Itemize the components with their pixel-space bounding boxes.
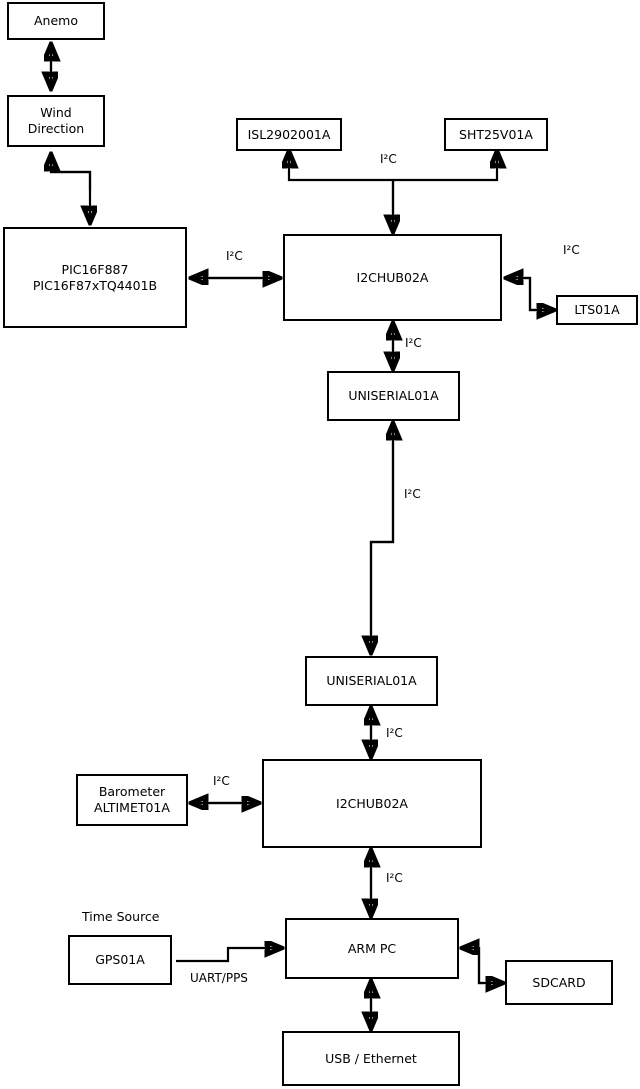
node-wind-direction-label: Wind Direction: [27, 105, 85, 136]
node-pic-microcontroller-label: PIC16F887 PIC16F87xTQ4401B: [32, 261, 158, 293]
edge-label-uart-pps: UART/PPS: [190, 971, 248, 985]
node-lts01a[interactable]: LTS01A: [556, 295, 638, 325]
edge-label-i2c-hub-uniserial-text: I²C: [405, 336, 422, 350]
node-i2chub02a-bottom[interactable]: I2CHUB02A: [262, 759, 482, 848]
node-lts01a-label: LTS01A: [574, 302, 620, 317]
wire-armpc-to-sdcard: [463, 946, 502, 983]
wire-wind-pic-down: [49, 155, 90, 222]
label-time-source: Time Source: [82, 909, 160, 924]
node-uniserial01a-bottom[interactable]: UNISERIAL01A: [305, 656, 438, 706]
node-i2chub02a-top-label: I2CHUB02A: [356, 269, 429, 285]
node-arm-pc[interactable]: ARM PC: [285, 918, 459, 979]
edge-label-i2c-sensor-bus: I²C: [380, 152, 397, 166]
node-isl2902001a[interactable]: ISL2902001A: [236, 118, 342, 151]
node-isl2902001a-label: ISL2902001A: [247, 126, 331, 142]
node-barometer-altimet01a-label: Barometer ALTIMET01A: [94, 784, 170, 815]
edge-label-i2c-uniserial-hub: I²C: [386, 726, 403, 740]
edge-label-i2c-long-link-text: I²C: [404, 487, 421, 501]
node-barometer-altimet01a[interactable]: Barometer ALTIMET01A: [76, 774, 188, 826]
node-sht25v01a[interactable]: SHT25V01A: [444, 118, 548, 151]
node-uniserial01a-top-label: UNISERIAL01A: [348, 388, 439, 403]
edge-label-i2c-barometer: I²C: [213, 774, 230, 788]
wire-hub-sht: [393, 152, 497, 182]
edge-label-i2c-lts: I²C: [563, 243, 580, 257]
edge-label-i2c-barometer-text: I²C: [213, 774, 230, 788]
node-i2chub02a-bottom-label: I2CHUB02A: [336, 795, 408, 811]
node-anemo[interactable]: Anemo: [7, 2, 105, 40]
edge-label-i2c-sensor-bus-text: I²C: [380, 152, 397, 166]
node-sdcard[interactable]: SDCARD: [505, 960, 613, 1005]
node-sdcard-label: SDCARD: [532, 974, 586, 990]
node-gps01a[interactable]: GPS01A: [68, 935, 172, 985]
label-time-source-text: Time Source: [82, 909, 160, 924]
node-uniserial01a-bottom-label: UNISERIAL01A: [326, 673, 417, 688]
edge-label-i2c-armpc-text: I²C: [386, 871, 403, 885]
wire-gps-armpc: [176, 948, 281, 963]
node-usb-ethernet-label: USB / Ethernet: [325, 1050, 417, 1066]
edge-label-i2c-armpc: I²C: [386, 871, 403, 885]
edge-label-i2c-long-link: I²C: [404, 487, 421, 501]
node-usb-ethernet[interactable]: USB / Ethernet: [282, 1031, 460, 1086]
node-arm-pc-label: ARM PC: [347, 940, 397, 956]
edge-label-i2c-uniserial-hub-text: I²C: [386, 726, 403, 740]
node-wind-direction[interactable]: Wind Direction: [7, 95, 105, 147]
node-uniserial01a-top[interactable]: UNISERIAL01A: [327, 371, 460, 421]
edge-label-i2c-pic-hub: I²C: [226, 249, 243, 263]
edge-label-uart-pps-text: UART/PPS: [190, 971, 248, 985]
node-anemo-label: Anemo: [34, 13, 78, 28]
node-sht25v01a-label: SHT25V01A: [459, 126, 533, 142]
wire-hub-to-lts: [507, 276, 553, 310]
edge-label-i2c-lts-text: I²C: [563, 243, 580, 257]
wire-uni-long-up: [369, 424, 393, 652]
wire-hub-isl: [289, 152, 395, 232]
edge-label-i2c-pic-hub-text: I²C: [226, 249, 243, 263]
wire-uni-long-down: [371, 424, 395, 652]
edge-label-i2c-hub-uniserial: I²C: [405, 336, 422, 350]
node-gps01a-label: GPS01A: [95, 952, 145, 967]
node-i2chub02a-top[interactable]: I2CHUB02A: [283, 234, 502, 321]
node-pic-microcontroller[interactable]: PIC16F887 PIC16F87xTQ4401B: [3, 227, 187, 328]
wire-sdcard-to-armpc: [463, 948, 502, 985]
